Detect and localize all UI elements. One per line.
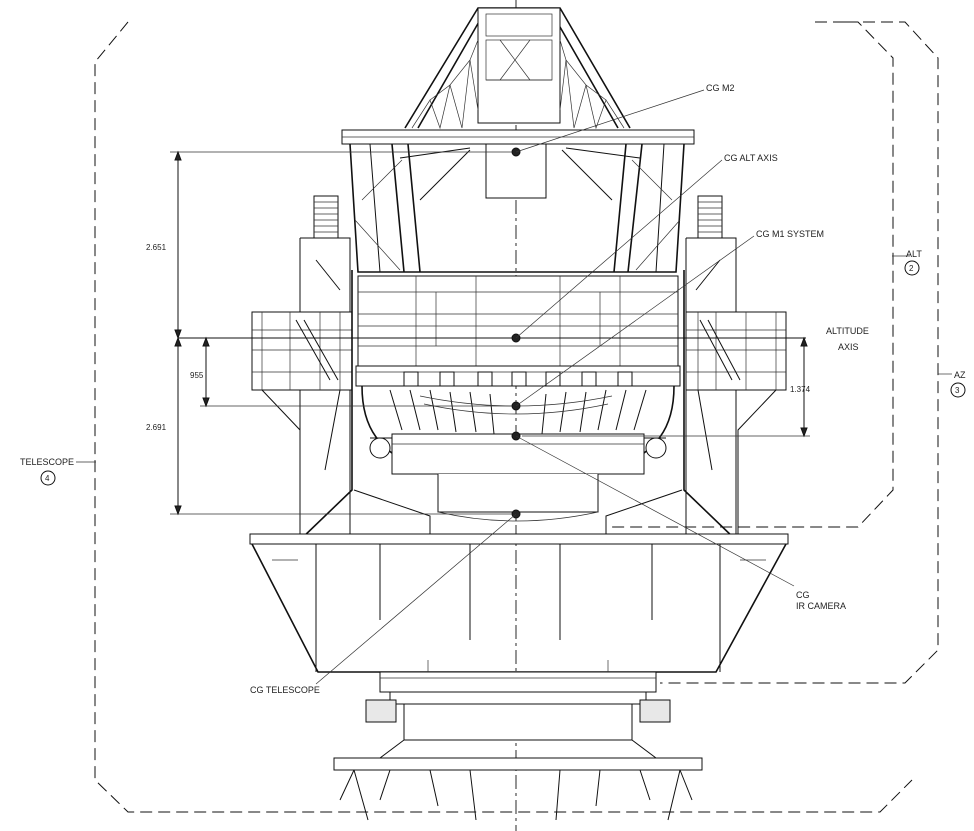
ir-camera-block: [369, 433, 667, 522]
azimuth-bearing: [365, 660, 671, 759]
az-envelope-boundary: [660, 21, 939, 684]
left-platform: [251, 311, 353, 540]
m2-crossbar: [341, 129, 695, 199]
telescope-callout-circle: [40, 470, 56, 486]
dim-2691: 2.691: [146, 423, 167, 432]
m1-cell-structure: [355, 275, 681, 387]
label-cg-m2: CG M2: [706, 83, 735, 93]
label-altitude-axis-2: AXIS: [838, 342, 859, 352]
label-telescope: TELESCOPE: [20, 457, 74, 467]
label-alt-num: 2: [909, 264, 914, 273]
top-truss-structure: [404, 7, 631, 130]
telescope-envelope-boundary: [94, 21, 913, 813]
label-cg-telescope: CG TELESCOPE: [250, 685, 320, 695]
label-altitude-axis-1: ALTITUDE: [826, 326, 869, 336]
label-alt: ALT: [906, 249, 922, 259]
label-az-num: 3: [955, 386, 960, 395]
alt-envelope-boundary: [610, 21, 894, 528]
label-cg-ir-camera-2: IR CAMERA: [796, 601, 846, 611]
alt-callout-circle: [904, 260, 920, 276]
dimension-lines-left: [170, 150, 512, 516]
dim-2651: 2.651: [146, 243, 167, 252]
dim-955: 955: [190, 371, 204, 380]
leader-lines: [76, 89, 952, 685]
label-cg-ir-camera-1: CG: [796, 590, 810, 600]
label-telescope-num: 4: [45, 474, 50, 483]
az-callout-circle: [950, 382, 966, 398]
right-stair-tower: [685, 195, 737, 540]
label-cg-alt-axis: CG ALT AXIS: [724, 153, 778, 163]
label-cg-m1-system: CG M1 SYSTEM: [756, 229, 824, 239]
pier-base: [333, 757, 703, 821]
right-platform: [685, 311, 787, 540]
dimension-lines-right: [522, 336, 810, 438]
dim-1374: 1.374: [790, 385, 811, 394]
label-az: AZ: [954, 370, 966, 380]
serrurier-truss: [349, 143, 685, 273]
fork-base-platform: [249, 533, 789, 673]
fork-arms: [299, 270, 737, 541]
